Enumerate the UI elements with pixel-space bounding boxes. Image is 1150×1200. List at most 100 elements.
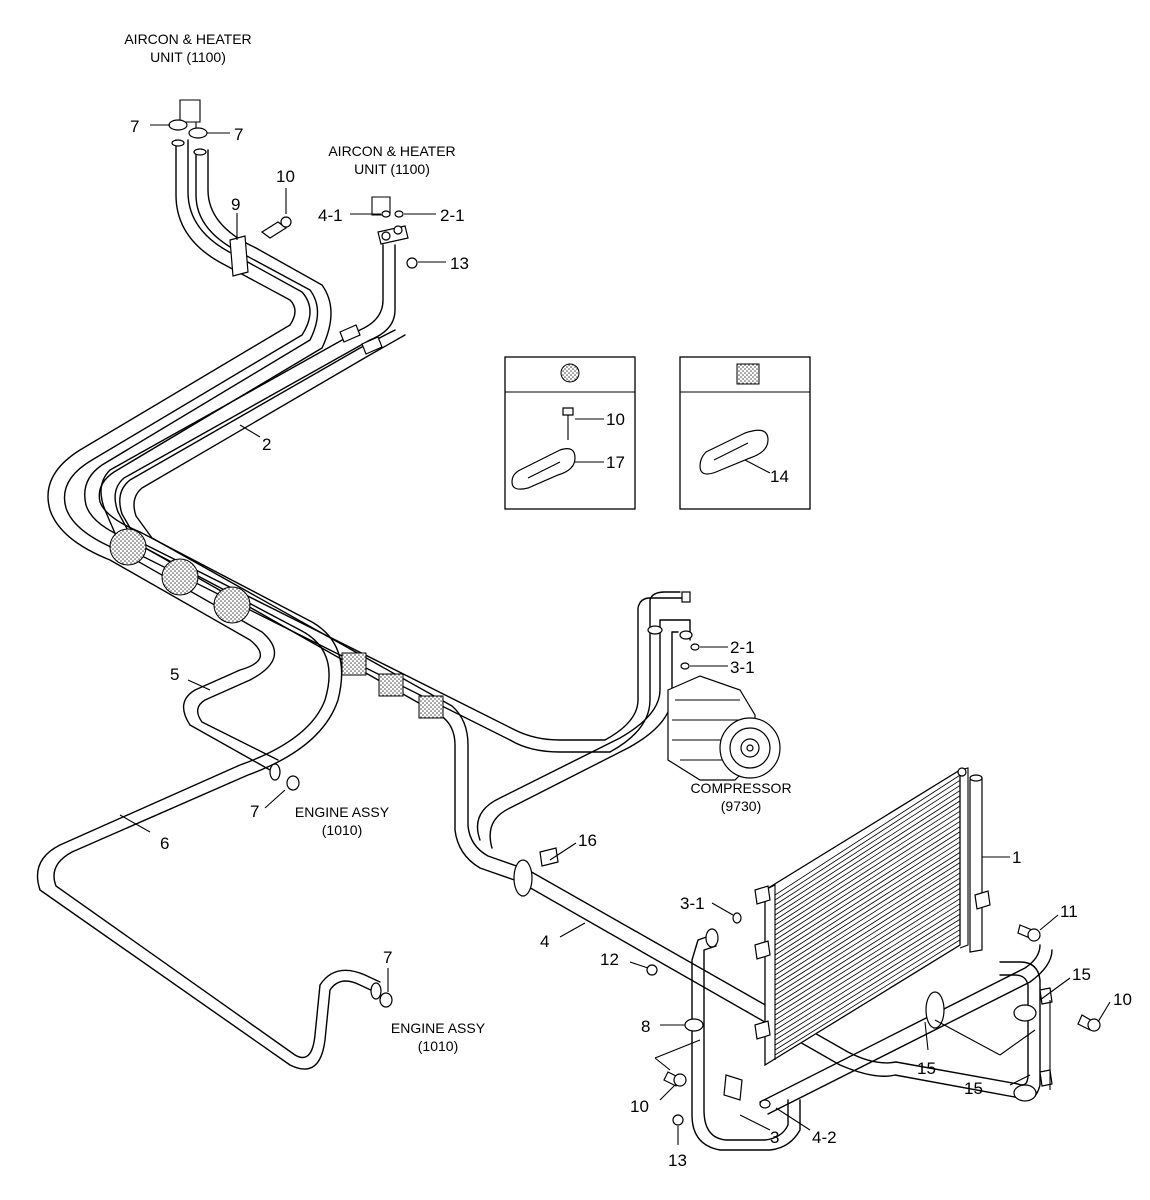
legend-label-10: 10 [606, 410, 625, 429]
condenser-fin [774, 939, 961, 1056]
ac-line-3 [691, 934, 801, 1151]
condenser-fin [774, 934, 961, 1051]
condenser-fin [774, 774, 961, 896]
condenser-fin [774, 918, 961, 1036]
condenser-fin [774, 872, 961, 991]
callout-1: 1 [1012, 848, 1021, 867]
condenser-fin [774, 821, 961, 941]
condenser-fin [774, 826, 961, 946]
condenser [754, 767, 991, 1067]
heater-hose-5 [47, 139, 296, 771]
condenser-fin [774, 800, 961, 921]
callout-16: 16 [578, 831, 597, 850]
aircon-unit-caption-right-code: UNIT (1100) [354, 161, 430, 177]
condenser-fin [774, 790, 961, 911]
condenser-fin [774, 929, 961, 1046]
ac-line-4 [119, 329, 1041, 1101]
callout-13: 13 [450, 254, 469, 273]
condenser-fin [774, 815, 961, 936]
aircon-unit-caption-left: AIRCON & HEATER [124, 31, 251, 47]
condenser-fin [774, 867, 961, 986]
callout-3: 3 [770, 1128, 779, 1147]
ac-line-group [100, 196, 1101, 1151]
bolt-10 [260, 221, 288, 239]
clamp-15a [925, 991, 945, 1029]
aircon-unit-caption-left-code: UNIT (1100) [150, 49, 226, 65]
callout-11: 11 [1060, 902, 1078, 921]
callout-3-1: 3-1 [680, 894, 705, 913]
condenser-fin [774, 893, 961, 1011]
callout-4-1: 4-1 [318, 206, 343, 225]
callout-15: 15 [917, 1059, 936, 1078]
condenser-fin [774, 852, 961, 971]
callout-10: 10 [630, 1097, 649, 1116]
condenser-fin [774, 888, 961, 1006]
clip-marker-square [341, 652, 367, 676]
condenser-fin [774, 805, 961, 926]
compressor-caption-code: (9730) [721, 798, 761, 814]
aircon-unit-caption-right: AIRCON & HEATER [328, 143, 455, 159]
condenser-fin [774, 846, 961, 966]
engine-assy-caption-lower: ENGINE ASSY [391, 1020, 486, 1036]
condenser-fin [774, 857, 961, 976]
engine-assy-caption-lower-code: (1010) [418, 1038, 458, 1054]
callout-10: 10 [276, 167, 295, 186]
legend-label-17: 17 [606, 453, 625, 472]
clamp-16 [513, 859, 533, 897]
callout-4-2: 4-2 [812, 1128, 837, 1147]
clip-marker-circle [109, 528, 147, 566]
condenser-fin [774, 831, 961, 951]
condenser-fin [774, 898, 961, 1016]
condenser-fin [774, 908, 961, 1026]
callout-9: 9 [231, 195, 240, 214]
condenser-fin [774, 913, 961, 1031]
condenser-fin [774, 877, 961, 996]
callout-4: 4 [540, 932, 549, 951]
clamp-15c [1013, 1084, 1037, 1102]
clip-marker-circle [213, 586, 251, 624]
callout-7: 7 [383, 948, 392, 967]
condenser-fin [774, 836, 961, 956]
callout-15: 15 [1072, 965, 1091, 984]
callout-2-1: 2-1 [440, 206, 465, 225]
condenser-fin [774, 924, 961, 1041]
ac-line-2 [100, 244, 681, 753]
clamp-15b [1013, 1004, 1037, 1022]
callout-5: 5 [170, 665, 179, 684]
unit-captions: AIRCON & HEATER UNIT (1100) AIRCON & HEA… [124, 31, 791, 1054]
callout-3-1: 3-1 [730, 658, 755, 677]
compressor-caption: COMPRESSOR [690, 780, 791, 796]
callout-6: 6 [160, 834, 169, 853]
engine-assy-caption-upper: ENGINE ASSY [295, 804, 390, 820]
heater-hose-group [36, 99, 393, 1070]
callout-13: 13 [668, 1151, 687, 1170]
condenser-fin [774, 779, 961, 901]
callout-2: 2 [262, 435, 271, 454]
condenser-fin [774, 882, 961, 1001]
clip-markers [109, 528, 444, 719]
clip-9 [229, 235, 249, 277]
legend-circle-symbol [560, 363, 580, 383]
condenser-fin [774, 841, 961, 961]
clip-marker-square [378, 673, 404, 697]
callout-12: 12 [600, 950, 619, 969]
compressor-illustration [667, 675, 781, 781]
receiver-drier [969, 777, 983, 953]
callout-15: 15 [964, 1079, 983, 1098]
heater-hose-6 [36, 149, 376, 1070]
callout-7: 7 [250, 802, 259, 821]
clip-marker-square [418, 695, 444, 719]
legend-label-14: 14 [770, 467, 789, 486]
condenser-fin [774, 795, 961, 916]
condenser-fin [774, 903, 961, 1021]
leader-lines [119, 124, 1111, 1145]
callout-7: 7 [130, 117, 139, 136]
condenser-fin [774, 810, 961, 931]
clip-marker-circle [161, 558, 199, 596]
legend-square-box: 14 [679, 356, 811, 510]
callout-7: 7 [234, 125, 243, 144]
callouts: 7 7 10 9 4-1 2-1 13 2 5 7 6 7 2-1 3-1 16… [130, 117, 1132, 1170]
condenser-fin [774, 862, 961, 981]
engine-assy-caption-upper-code: (1010) [322, 822, 362, 838]
